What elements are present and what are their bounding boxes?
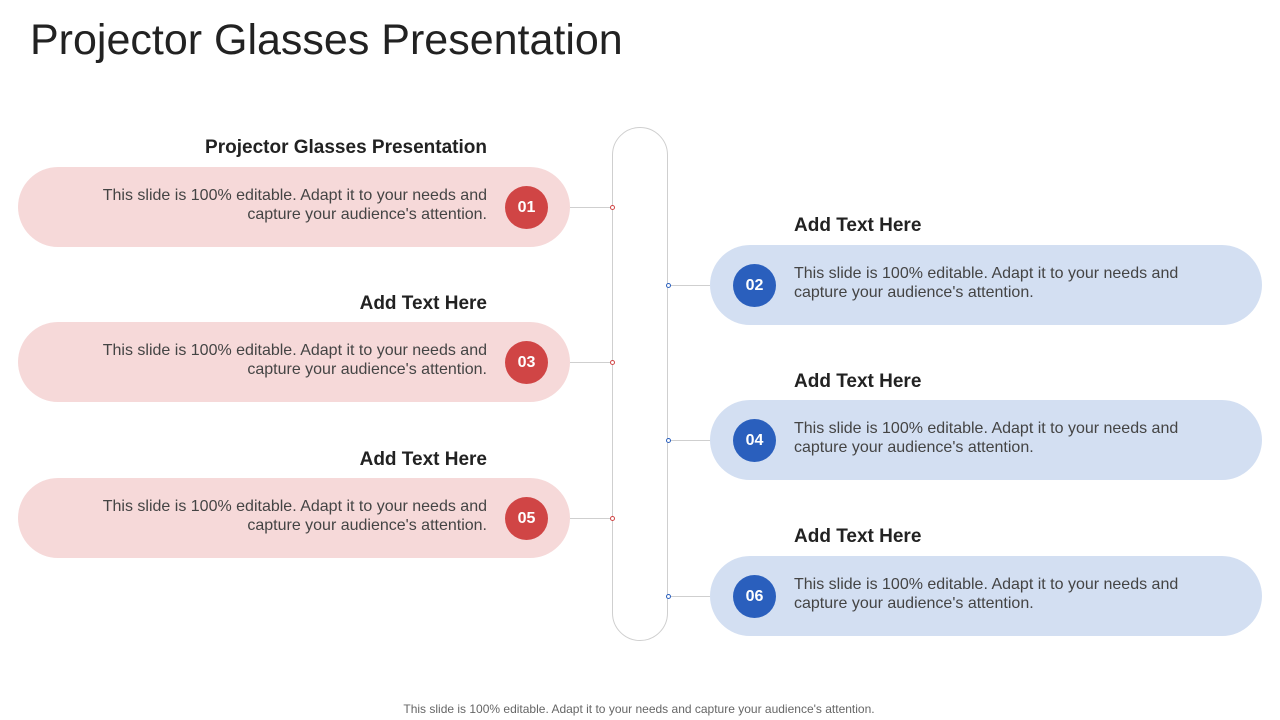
item-02-connector xyxy=(670,285,710,286)
item-03-number-badge: 03 xyxy=(505,341,548,384)
item-01-connector xyxy=(570,207,610,208)
item-02-text: This slide is 100% editable. Adapt it to… xyxy=(794,265,1179,301)
item-06-pill: 06 This slide is 100% editable. Adapt it… xyxy=(710,556,1262,636)
item-03-connector xyxy=(570,362,610,363)
item-02-heading: Add Text Here xyxy=(794,215,922,236)
item-06-text: This slide is 100% editable. Adapt it to… xyxy=(794,576,1179,612)
item-03-pill: This slide is 100% editable. Adapt it to… xyxy=(18,322,570,402)
item-05-heading: Add Text Here xyxy=(359,449,487,470)
item-01-text: This slide is 100% editable. Adapt it to… xyxy=(102,187,487,223)
item-05-number-badge: 05 xyxy=(505,497,548,540)
footer-note: This slide is 100% editable. Adapt it to… xyxy=(403,702,875,716)
item-03-text: This slide is 100% editable. Adapt it to… xyxy=(102,342,487,378)
item-01-heading: Projector Glasses Presentation xyxy=(205,137,487,158)
item-05-connector xyxy=(570,518,610,519)
center-capsule xyxy=(612,127,668,641)
item-01-pill: This slide is 100% editable. Adapt it to… xyxy=(18,167,570,247)
item-06-number-badge: 06 xyxy=(733,575,776,618)
item-01-connector-dot xyxy=(610,205,615,210)
slide-title: Projector Glasses Presentation xyxy=(30,16,623,64)
item-01-number-badge: 01 xyxy=(505,186,548,229)
item-05-connector-dot xyxy=(610,516,615,521)
item-03-connector-dot xyxy=(610,360,615,365)
item-04-heading: Add Text Here xyxy=(794,371,922,392)
item-04-number-badge: 04 xyxy=(733,419,776,462)
item-02-pill: 02 This slide is 100% editable. Adapt it… xyxy=(710,245,1262,325)
item-05-pill: This slide is 100% editable. Adapt it to… xyxy=(18,478,570,558)
item-04-connector xyxy=(670,440,710,441)
item-04-text: This slide is 100% editable. Adapt it to… xyxy=(794,420,1179,456)
item-02-connector-dot xyxy=(666,283,671,288)
item-04-connector-dot xyxy=(666,438,671,443)
item-03-heading: Add Text Here xyxy=(359,293,487,314)
item-06-heading: Add Text Here xyxy=(794,526,922,547)
item-04-pill: 04 This slide is 100% editable. Adapt it… xyxy=(710,400,1262,480)
item-05-text: This slide is 100% editable. Adapt it to… xyxy=(102,498,487,534)
item-02-number-badge: 02 xyxy=(733,264,776,307)
item-06-connector xyxy=(670,596,710,597)
item-06-connector-dot xyxy=(666,594,671,599)
